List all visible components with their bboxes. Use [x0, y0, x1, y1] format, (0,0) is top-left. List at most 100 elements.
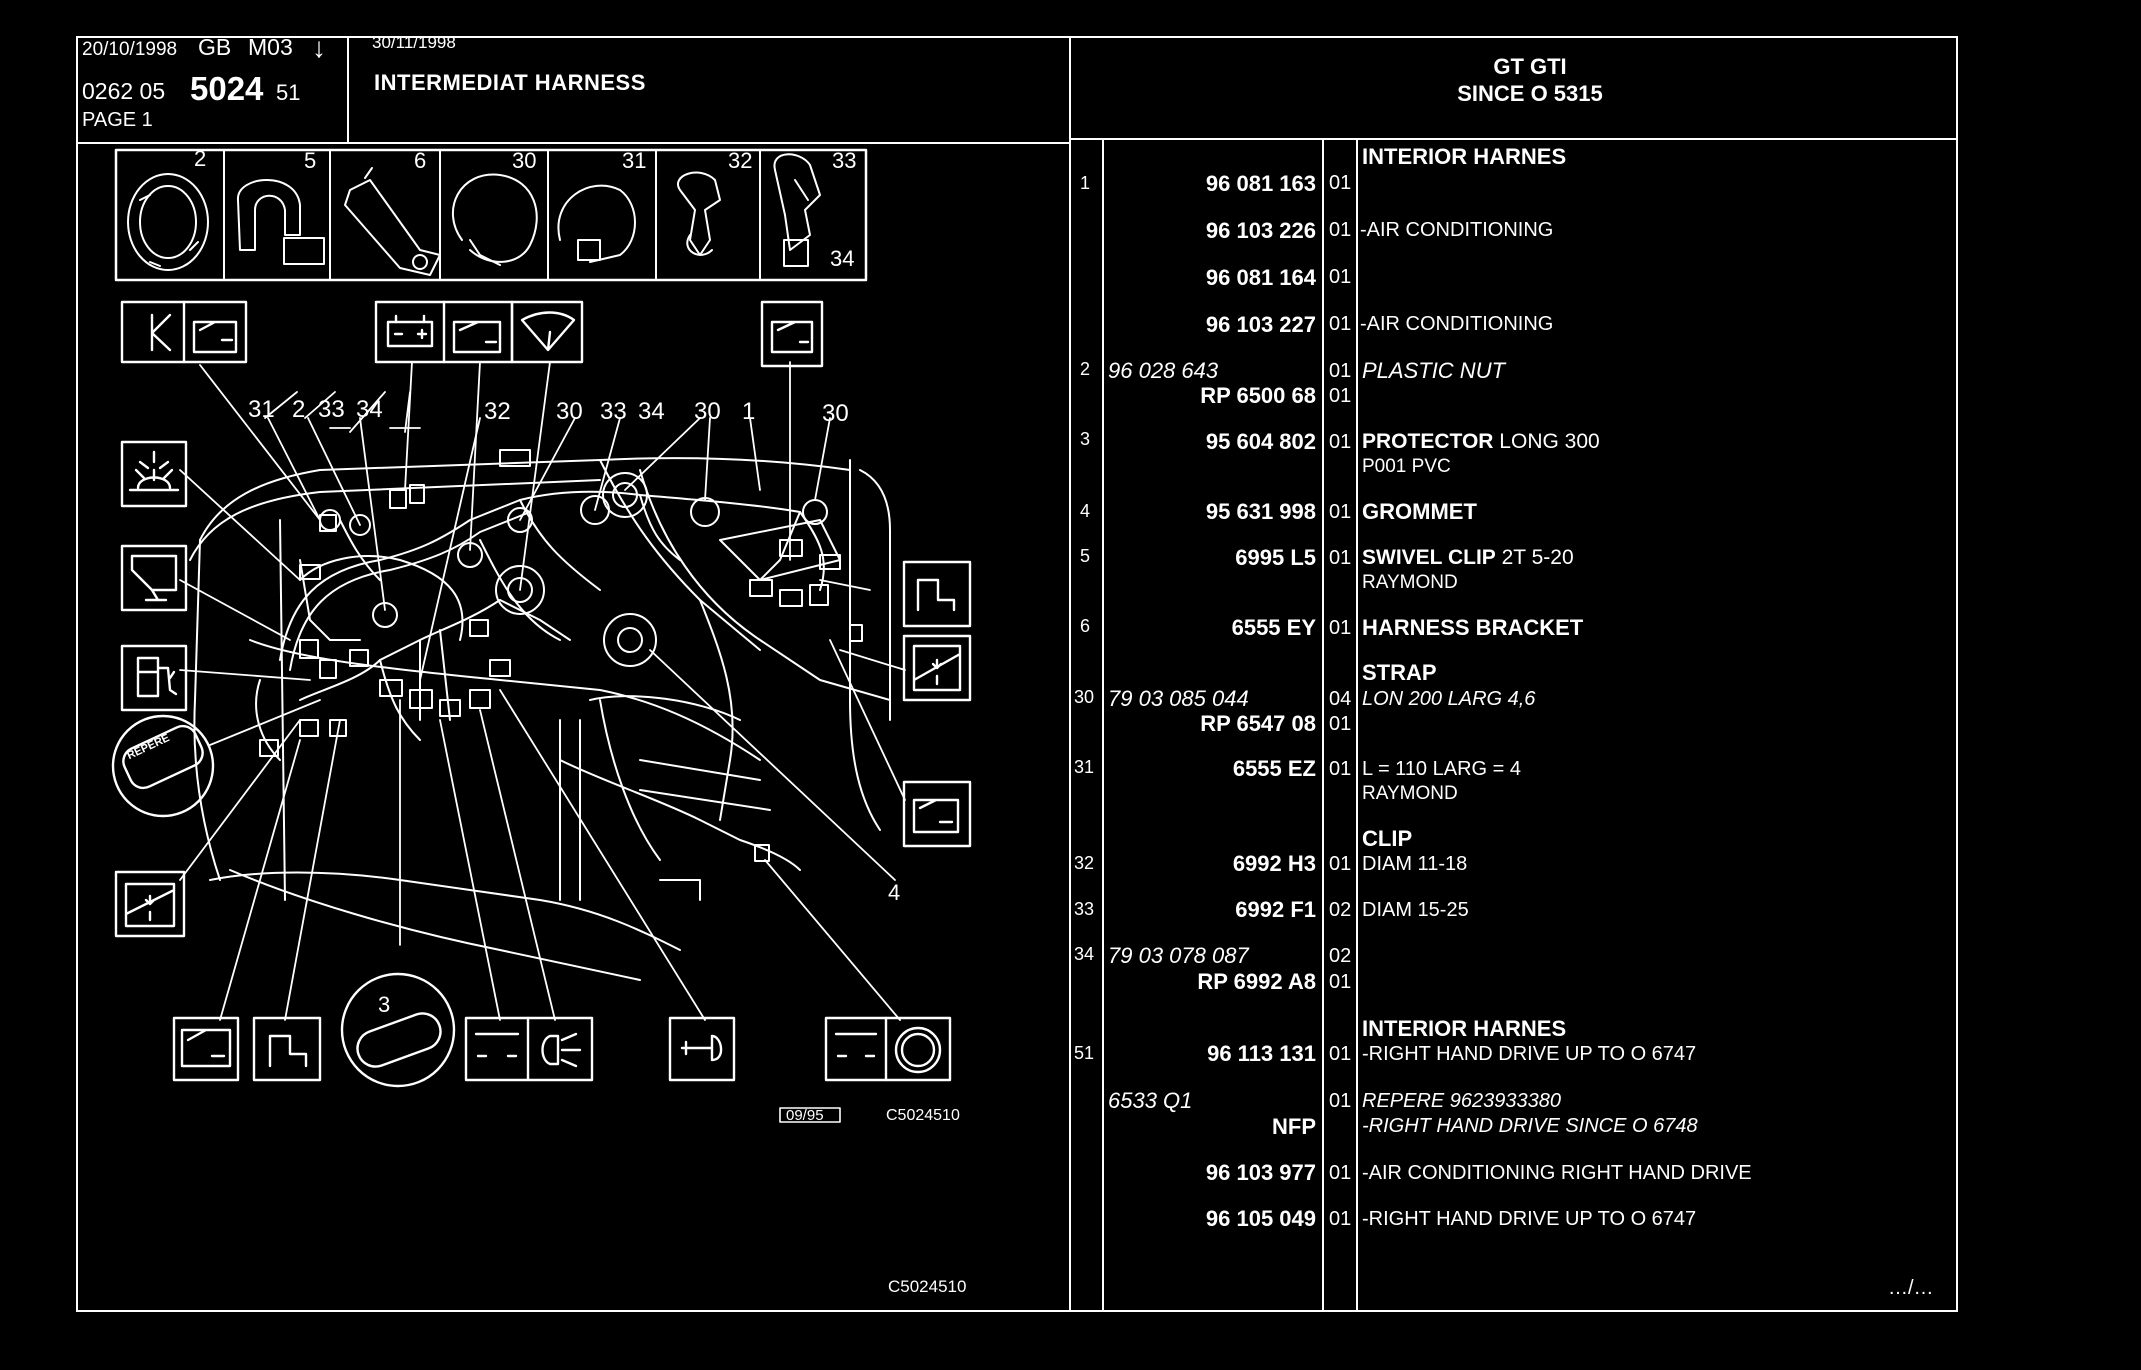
part-qty: 01 [1329, 172, 1352, 194]
harness-bundle [256, 492, 824, 870]
part-label-6: 6 [414, 148, 427, 173]
part-number: 96 081 163 [1205, 171, 1316, 196]
symbol-boxes [113, 302, 970, 1122]
part-description: L = 110 LARG = 4 [1362, 758, 1521, 780]
print-date: 20/10/1998 [82, 39, 178, 60]
callout-30c: 30 [822, 400, 849, 427]
model-since: SINCE O 5315 [1457, 81, 1603, 106]
part-heading: INTERIOR HARNES [1362, 1016, 1567, 1041]
part-label-5: 5 [304, 148, 317, 173]
part-number-alt: RP 6992 A8 [1197, 969, 1316, 994]
part-qty: 02 [1329, 899, 1352, 921]
part-ref: 6 [1080, 616, 1091, 636]
strap-clip-part-icon [558, 186, 635, 262]
part-description-bold: PROTECTOR [1362, 430, 1494, 453]
part-description-bold: HARNESS BRACKET [1362, 615, 1584, 640]
part-heading: STRAP [1362, 660, 1437, 685]
document-frame [76, 36, 1958, 1312]
callout-31: 31 [248, 396, 275, 423]
part-number: 6555 EZ [1232, 756, 1316, 781]
strap-part-icon [453, 175, 537, 265]
part-number: 96 103 226 [1205, 218, 1316, 243]
callout-4: 4 [888, 880, 901, 905]
part-number: 96 103 977 [1205, 1160, 1316, 1185]
reference-main: 5024 [190, 70, 264, 107]
dashboard-outline [190, 458, 890, 980]
part-description-italic: LON 200 LARG 4,6 [1362, 688, 1536, 710]
part-description: DIAM 15-25 [1362, 899, 1469, 921]
part-number: 6992 F1 [1235, 897, 1316, 922]
part-label-31: 31 [622, 148, 647, 173]
model-name: GT GTI [1493, 54, 1567, 79]
part-description-bold: SWIVEL CLIP [1362, 546, 1496, 569]
swivel-clip-part-icon [238, 180, 324, 264]
part-number-alt: RP 6500 68 [1200, 383, 1316, 408]
part-number: 96 113 131 [1207, 1041, 1316, 1066]
callout-34b: 34 [638, 398, 665, 425]
document-title: INTERMEDIAT HARNESS [374, 70, 646, 95]
continued-marker: …/… [1888, 1277, 1934, 1299]
part-heading: INTERIOR HARNES [1362, 144, 1567, 169]
part-description: -RIGHT HAND DRIVE UP TO O 6747 [1362, 1208, 1697, 1230]
part-number-alt: RP 6547 08 [1200, 711, 1316, 736]
main-divider [1069, 36, 1071, 1312]
reference-prefix: 0262 05 [82, 78, 166, 104]
callout-33: 33 [318, 396, 345, 423]
harness-bracket-part-icon [345, 168, 440, 275]
part-description-detail: LONG 300 [1493, 430, 1600, 453]
part-description-line2: RAYMOND [1362, 783, 1458, 804]
callout-34: 34 [356, 396, 383, 423]
part-heading: CLIP [1362, 826, 1413, 851]
part-label-34: 34 [830, 246, 855, 271]
callout-2: 2 [292, 396, 306, 423]
header-divider-left [76, 142, 1069, 144]
callout-1: 1 [742, 398, 756, 425]
language-code: GB [198, 34, 232, 60]
leader-lines [180, 362, 905, 1020]
parts-strip [116, 150, 866, 280]
part-number: 6555 EY [1231, 615, 1316, 640]
part-qty-alt: 01 [1329, 385, 1352, 407]
part-description: -RIGHT HAND DRIVE UP TO O 6747 [1362, 1043, 1697, 1065]
part-number-italic: 96 028 643 [1108, 358, 1219, 383]
part-ref: 1 [1080, 173, 1091, 193]
part-description: DIAM 11-18 [1362, 853, 1468, 875]
part-qty: 01 [1329, 853, 1352, 875]
table-col-ref-divider [1102, 138, 1104, 1312]
part-ref: 4 [1080, 501, 1091, 521]
part-label-32: 32 [728, 148, 753, 173]
part-number: 96 103 227 [1205, 312, 1316, 337]
part-number-italic: 79 03 085 044 [1108, 686, 1249, 711]
callout-33b: 33 [600, 398, 627, 425]
part-qty-alt: 01 [1329, 713, 1352, 735]
part-ref: 30 [1074, 687, 1095, 707]
callout-30a: 30 [556, 398, 583, 425]
part-ref: 3 [1080, 429, 1091, 449]
part-description: -AIR CONDITIONING [1360, 313, 1554, 335]
part-ref: 32 [1074, 853, 1095, 873]
part-label-33: 33 [832, 148, 857, 173]
part-ref: 5 [1080, 546, 1091, 566]
part-qty: 02 [1329, 945, 1352, 967]
part-description-italic: PLASTIC NUT [1362, 358, 1506, 383]
drawing-date: 09/95 [786, 1107, 824, 1124]
part-number: 96 105 049 [1205, 1206, 1316, 1231]
part-description: -AIR CONDITIONING RIGHT HAND DRIVE [1362, 1162, 1752, 1184]
part-qty: 01 [1329, 313, 1352, 335]
protector-label-3: 3 [378, 992, 391, 1017]
part-number: 96 081 164 [1205, 265, 1316, 290]
part-qty: 01 [1329, 758, 1352, 780]
part-qty: 01 [1329, 1043, 1352, 1065]
part-number-italic: 6533 Q1 [1108, 1088, 1193, 1113]
part-qty: 04 [1329, 688, 1352, 710]
grommet-part-icon [128, 174, 208, 270]
part-label-30: 30 [512, 148, 537, 173]
part-number: 6995 L5 [1235, 545, 1316, 570]
clip-large-part-icon [774, 154, 820, 266]
part-description-detail: 2T 5-20 [1495, 546, 1574, 569]
part-qty: 01 [1329, 547, 1352, 569]
part-qty: 01 [1329, 360, 1352, 382]
part-ref: 31 [1074, 757, 1095, 777]
reference-suffix: 51 [276, 80, 301, 105]
model-code: M03 [248, 34, 293, 60]
